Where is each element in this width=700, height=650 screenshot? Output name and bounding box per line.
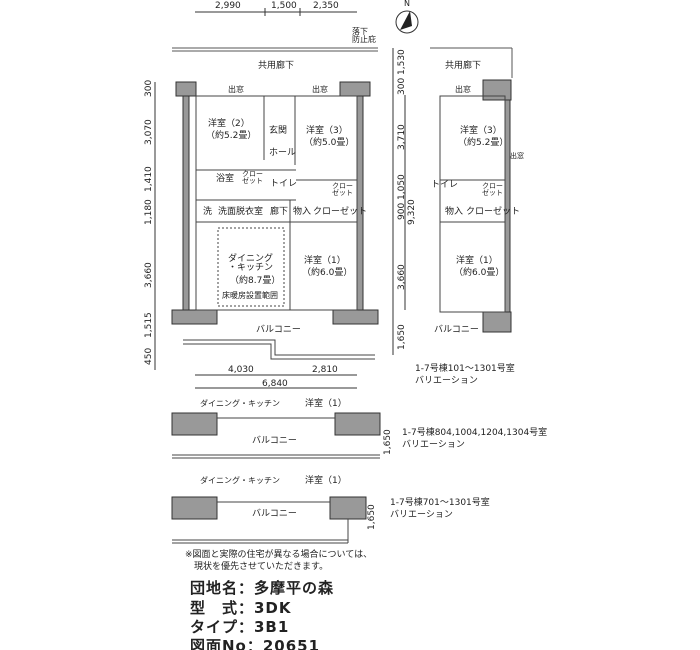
- var-c-balcony: バルコニー: [252, 509, 297, 519]
- left-dim-6: 1,515: [144, 312, 154, 338]
- left-dim-4: 1,180: [144, 199, 154, 225]
- right-dim-5: 900: [397, 202, 407, 220]
- room-dining-kitchen-size: （約8.7畳）: [230, 276, 281, 286]
- room-closet: クローゼット: [313, 207, 368, 217]
- room-toilet: トイレ: [270, 179, 298, 189]
- exit-window-right: 出窓: [312, 85, 328, 94]
- var-c-western-1: 洋室（1）: [305, 476, 347, 486]
- var-a-western-1-size: （約6.0畳）: [454, 268, 505, 278]
- room-hallway: 廊下: [270, 207, 289, 217]
- room-western-1-size: （約6.0畳）: [302, 268, 353, 278]
- right-dim-1: 1,530: [397, 49, 407, 75]
- room-hall: ホール: [269, 148, 297, 158]
- bottom-total: 6,840: [262, 379, 288, 389]
- var-a-storage: 物入: [445, 207, 464, 217]
- var-a-closet: クローゼット: [466, 207, 521, 217]
- var-a-balcony: バルコニー: [434, 325, 479, 335]
- room-storage: 物入: [293, 207, 312, 217]
- left-dim-3: 1,410: [144, 166, 154, 192]
- corridor-label: 共用廊下: [258, 61, 295, 71]
- var-a-corridor: 共用廊下: [445, 61, 482, 71]
- right-dim-6: 3,660: [397, 264, 407, 290]
- room-western-3: 洋室（3）: [306, 126, 348, 136]
- exit-window-left: 出窓: [228, 85, 244, 94]
- var-b-dk: ダイニング・キッチン: [200, 399, 280, 408]
- top-dim-3: 2,350: [313, 1, 339, 11]
- room-western-2: 洋室（2）: [208, 119, 250, 129]
- room-western-1: 洋室（1）: [304, 256, 346, 266]
- drawing-number: 図面No：20651: [190, 637, 321, 650]
- north-compass-icon: [395, 10, 419, 34]
- var-c-caption: 1-7号棟701～1301号室 バリエーション: [390, 498, 490, 520]
- dimension-lines: [154, 8, 406, 389]
- var-a-side-window: 出窓: [510, 152, 524, 160]
- left-dim-2: 3,070: [144, 119, 154, 145]
- disclaimer-note: ※図面と実際の住宅が異なる場合については、 現状を優先させていただきます。: [185, 550, 373, 572]
- left-dim-5: 3,660: [144, 262, 154, 288]
- unit-type: タイプ：3B1: [190, 618, 290, 636]
- closet-small-2: クロー ゼット: [332, 182, 353, 197]
- compass-label: N: [404, 0, 410, 8]
- bottom-dim-1: 4,030: [228, 365, 254, 375]
- var-a-exit-window: 出窓: [455, 85, 471, 94]
- walls: [171, 79, 512, 520]
- left-dim-7: 450: [144, 347, 154, 365]
- floor-heating-area: 床暖房設置範囲: [222, 291, 278, 300]
- room-western-3-size: （約5.0畳）: [304, 138, 355, 148]
- complex-name: 団地名：多摩平の森: [190, 579, 335, 597]
- right-dim-3: 3,710: [397, 124, 407, 150]
- room-bath: 浴室: [216, 174, 235, 184]
- var-a-closet-small: クロー ゼット: [482, 182, 503, 197]
- top-dim-1: 2,990: [215, 1, 241, 11]
- corridor-lines: [172, 47, 513, 78]
- var-a-western-3: 洋室（3）: [460, 126, 502, 136]
- room-dining-kitchen: ダイニング ・キッチン: [228, 254, 274, 273]
- var-b-dimension: 1,650: [383, 429, 393, 455]
- balcony-label: バルコニー: [256, 325, 301, 335]
- right-dim-7: 1,650: [397, 324, 407, 350]
- wash-mark: 洗: [203, 207, 213, 217]
- var-b-balcony: バルコニー: [252, 436, 297, 446]
- var-b-western-1: 洋室（1）: [305, 399, 347, 409]
- right-dim-4: 1,050: [397, 174, 407, 200]
- bottom-dim-2: 2,810: [312, 365, 338, 375]
- total-depth: 9,320: [407, 199, 417, 225]
- var-a-caption: 1-7号棟101～1301号室 バリエーション: [415, 364, 515, 386]
- var-a-western-3-size: （約5.2畳）: [458, 138, 509, 148]
- left-dim-1: 300: [144, 79, 154, 97]
- room-western-2-size: （約5.2畳）: [206, 131, 257, 141]
- right-dim-2: 300: [397, 77, 407, 95]
- interior-lines: [172, 95, 506, 544]
- closet-small: クロー ゼット: [242, 170, 263, 185]
- drain-label: 落下 防止庇: [352, 27, 376, 44]
- var-b-caption: 1-7号棟804,1004,1204,1304号室 バリエーション: [402, 428, 548, 450]
- var-c-dimension: 1,650: [367, 504, 377, 530]
- top-dim-2: 1,500: [271, 1, 297, 11]
- room-washroom: 洗面脱衣室: [218, 207, 264, 217]
- var-a-toilet: トイレ: [431, 180, 459, 190]
- room-entrance: 玄関: [269, 126, 288, 136]
- var-c-dk: ダイニング・キッチン: [200, 476, 280, 485]
- model-type: 型 式：3DK: [190, 599, 292, 617]
- var-a-western-1: 洋室（1）: [456, 256, 498, 266]
